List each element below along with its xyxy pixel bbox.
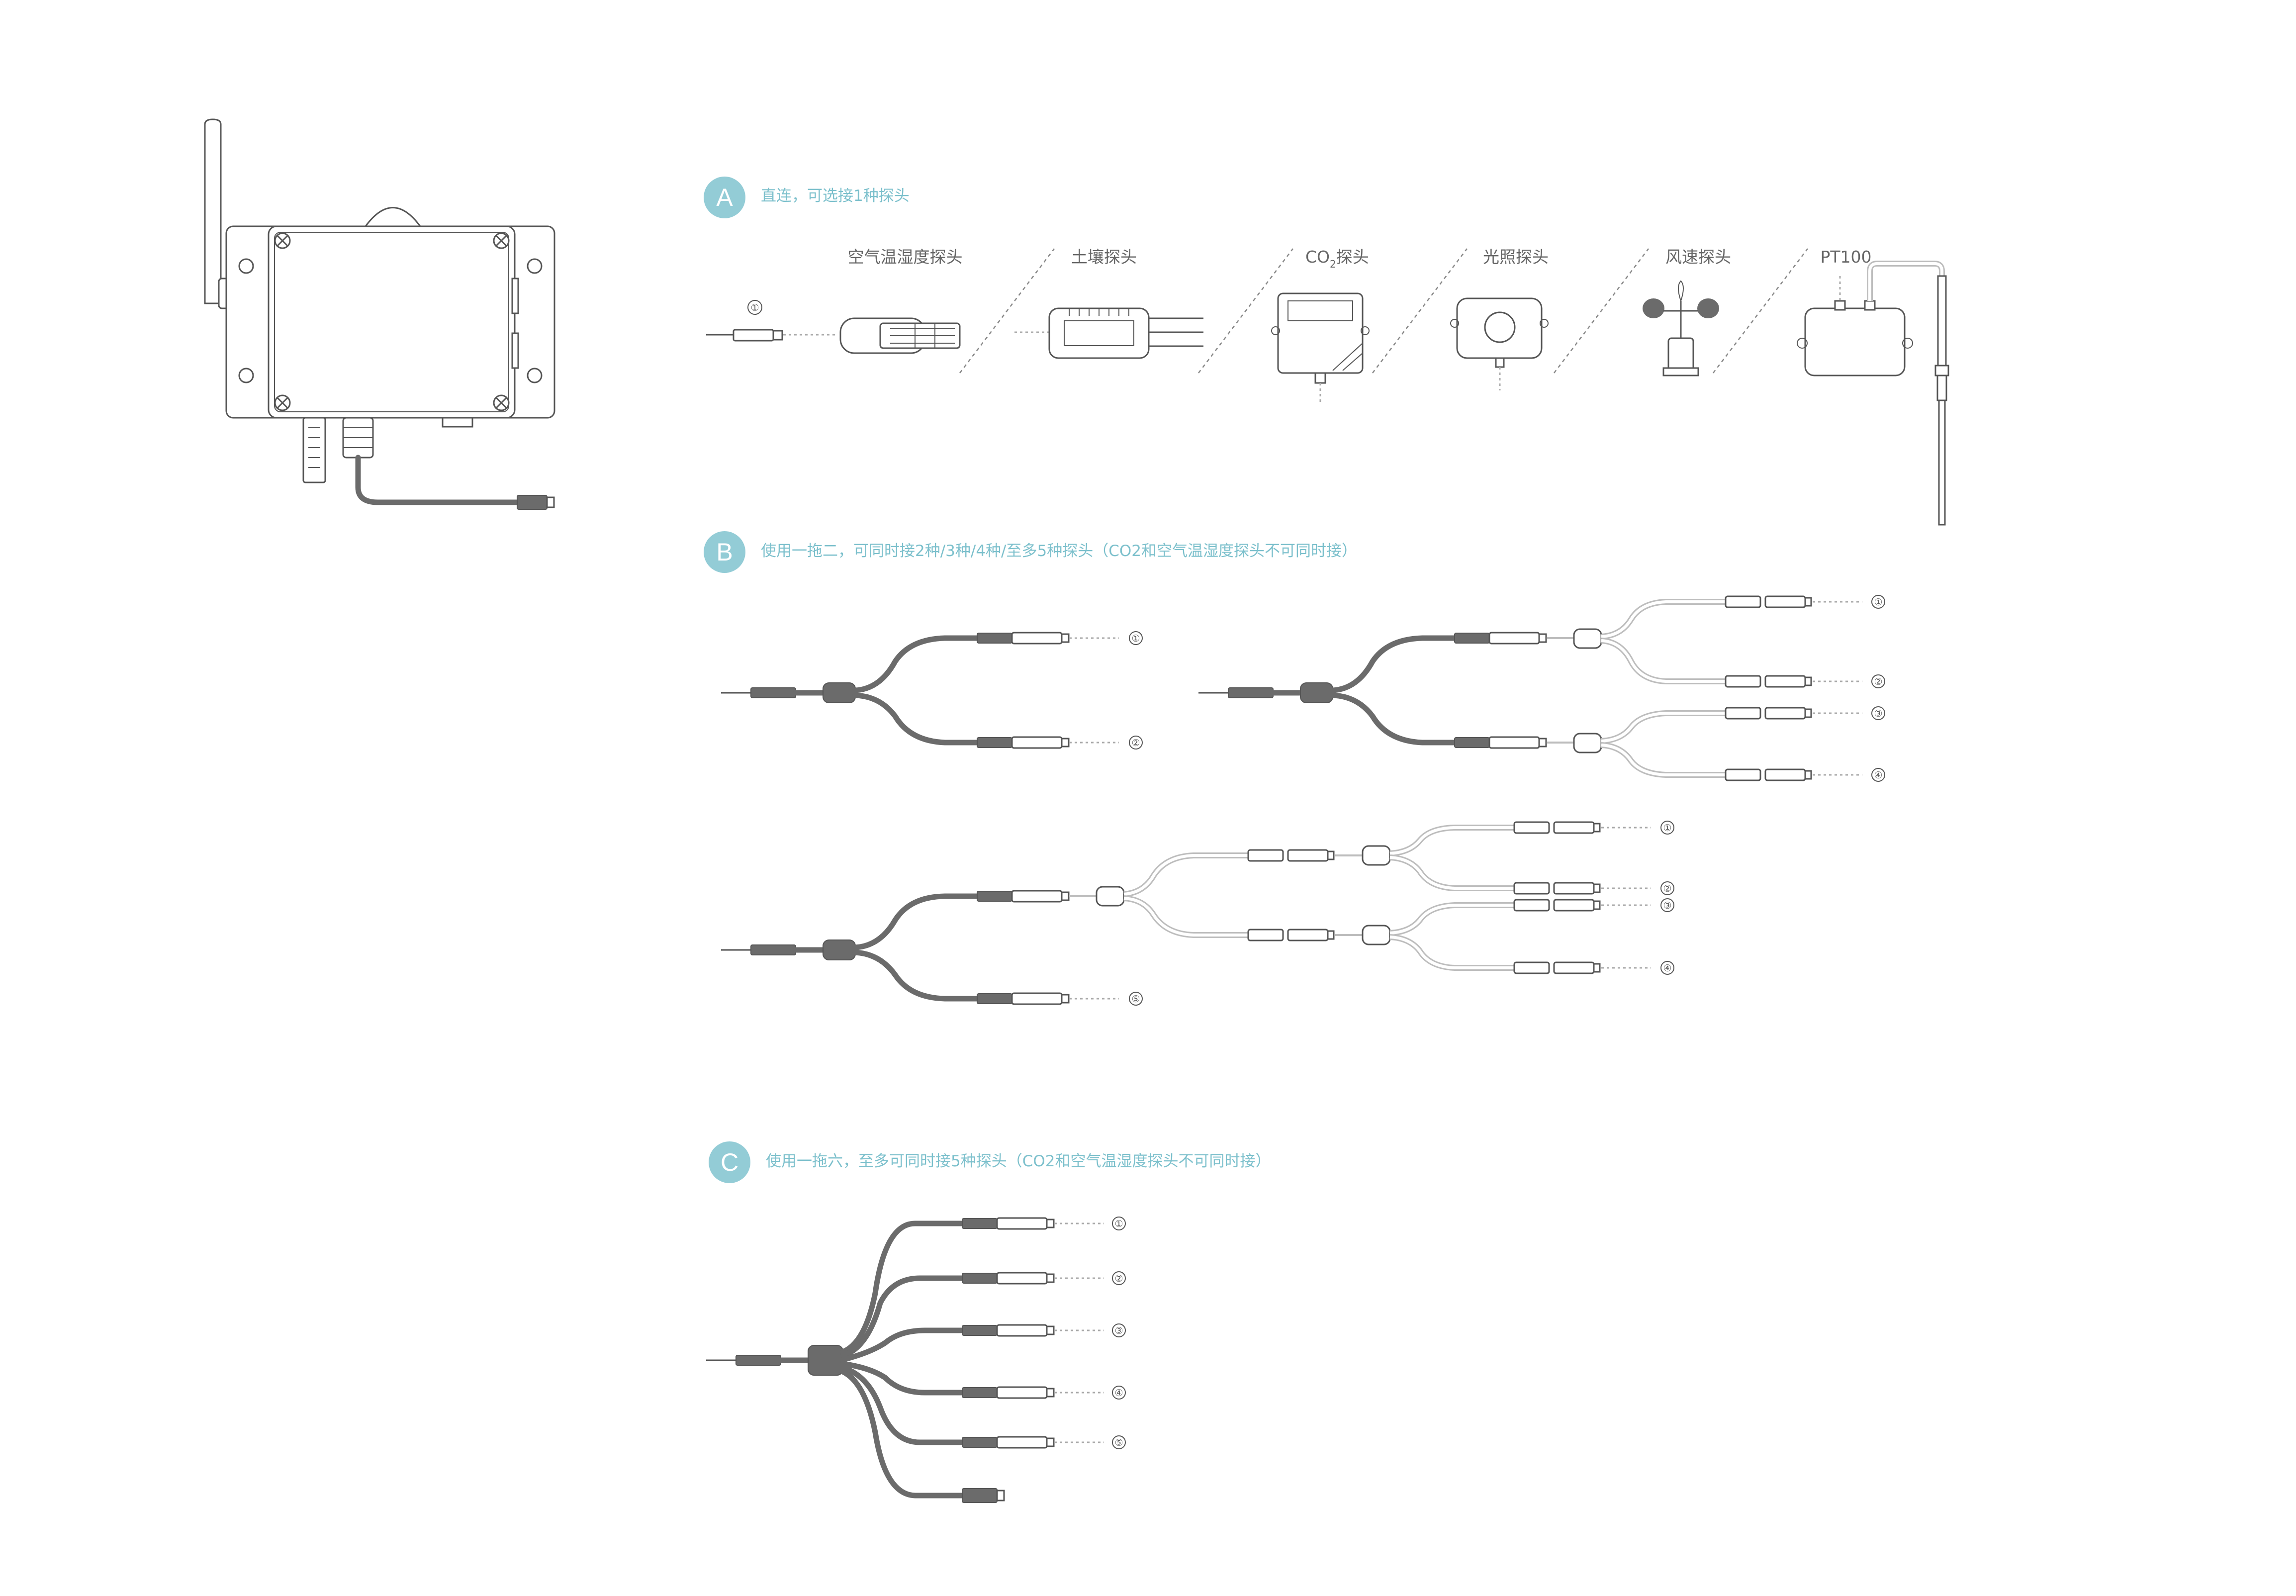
b1-number-2: ② [1131, 738, 1140, 749]
b2-number-3: ③ [1874, 709, 1882, 719]
section-c-badge-label: C [721, 1148, 738, 1176]
splitter-diagram-1to4: ① ② ③ ④ [1198, 595, 1885, 782]
c-number-1: ① [1114, 1219, 1123, 1229]
b1-number-1: ① [1131, 634, 1140, 644]
co2-probe-icon [1271, 292, 1370, 403]
section-a: A 直连，可选接1种探头 空气温湿度探头 土壤探头 CO2探头 光照探头 风速探… [704, 177, 1949, 526]
b3-number-4: ④ [1663, 963, 1671, 974]
b3-number-1: ① [1663, 823, 1671, 834]
air-temp-humidity-probe-icon [839, 317, 961, 354]
c-number-3: ③ [1114, 1326, 1123, 1336]
section-c-badge [709, 1141, 750, 1183]
probe-label-wind: 风速探头 [1665, 247, 1731, 267]
section-a-badge-label: A [716, 184, 733, 211]
splitter-diagram-1to5: ⑤ [721, 821, 1674, 1006]
section-c-title: 使用一拖六，至多可同时接5种探头（CO2和空气温湿度探头不可同时接） [766, 1152, 1271, 1170]
section-a-number: ① [750, 303, 759, 313]
b2-number-4: ④ [1874, 770, 1882, 781]
wind-speed-probe-icon [1643, 280, 1719, 376]
splitter-diagram-1to2: ① ② [721, 631, 1143, 750]
pt100-probe-icon [1797, 261, 1949, 526]
light-probe-icon [1450, 297, 1549, 390]
section-c: C 使用一拖六，至多可同时接5种探头（CO2和空气温湿度探头不可同时接） [706, 1141, 1271, 1503]
b2-number-2: ② [1874, 677, 1882, 687]
probe-label-soil: 土壤探头 [1071, 247, 1137, 267]
soil-probe-icon [1014, 307, 1203, 359]
section-b-badge [704, 531, 745, 573]
probe-label-pt100: PT100 [1820, 247, 1871, 267]
audio-jack-connector-icon [706, 329, 835, 342]
c-number-2: ② [1114, 1274, 1123, 1284]
section-b-badge-label: B [716, 538, 733, 566]
b3-number-5: ⑤ [1131, 994, 1140, 1005]
b3-number-3: ③ [1663, 901, 1671, 911]
c-number-5: ⑤ [1114, 1438, 1123, 1448]
section-a-number-circle [747, 300, 762, 315]
section-b: B 使用一拖二，可同时接2种/3种/4种/至多5种探头（CO2和空气温湿度探头不… [704, 531, 1885, 1006]
probe-label-light: 光照探头 [1483, 247, 1549, 267]
b3-number-2: ② [1663, 884, 1671, 894]
probe-label-air: 空气温湿度探头 [848, 247, 963, 267]
section-b-title: 使用一拖二，可同时接2种/3种/4种/至多5种探头（CO2和空气温湿度探头不可同… [761, 542, 1357, 560]
main-controller-device-icon [204, 118, 555, 510]
section-a-badge [704, 177, 745, 218]
b2-number-1: ① [1874, 597, 1882, 608]
section-a-title: 直连，可选接1种探头 [761, 187, 910, 205]
probe-label-co2: CO2探头 [1305, 247, 1369, 270]
c-number-4: ④ [1114, 1388, 1123, 1399]
splitter-diagram-1to6: ① ② ③ ④ ⑤ [706, 1217, 1126, 1503]
